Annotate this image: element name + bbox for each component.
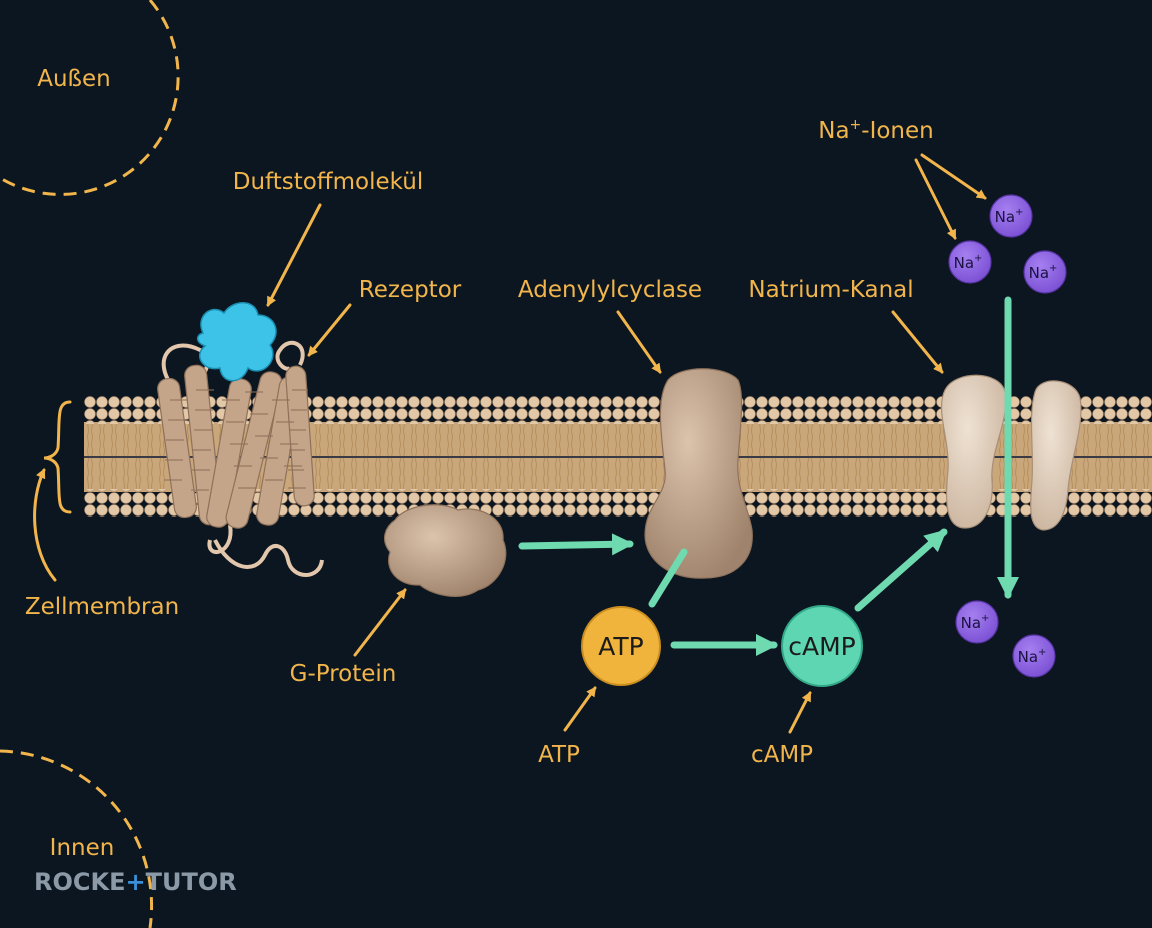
sodium-ion-label: Na+ [1029,263,1058,282]
sodium-ion-label: Na+ [1018,647,1047,666]
flow-arrows [518,296,1019,656]
sodium-ion-label: Na+ [954,253,983,272]
sodium-ion: Na+ [948,240,992,284]
label-g-protein: G-Protein [290,661,397,687]
label-odorant: Duftstoffmolekül [233,169,424,195]
arrow-ions-right [920,153,987,200]
sodium-ion: Na+ [955,600,999,644]
arrow-atp [563,686,597,732]
label-camp: cAMP [751,742,813,768]
receptor-protein [157,340,324,577]
arrow-sodium-channel [891,310,944,374]
arrow-g-protein [353,588,407,657]
flow-arrow-cyclase-to-atp [648,548,688,608]
atp-molecule-label: ATP [598,632,644,661]
arrow-ions-left [914,158,957,240]
label-receptor: Rezeptor [359,277,462,303]
label-outside: Außen [37,66,111,92]
arrow-odorant [266,203,322,307]
camp-molecule-label: cAMP [788,632,856,661]
g-protein [383,504,507,597]
camp-molecule: cAMP [781,605,863,687]
atp-molecule: ATP [581,606,661,686]
arrow-camp [788,691,812,734]
label-sodium-channel: Natrium-Kanal [748,277,913,303]
sodium-ions: Na+ Na+ Na+ Na+ Na+ [948,194,1067,678]
label-adenylyl-cyclase: Adenylylcyclase [518,277,702,303]
label-sodium-ions: Na+-Ionen [818,117,934,144]
sodium-channel [941,374,1082,531]
flow-arrow-camp-to-channel [854,528,948,612]
arrow-cell-membrane [33,468,57,582]
arrow-adenylyl-cyclase [616,310,662,374]
odorant-molecule [196,302,277,382]
sodium-ion-label: Na+ [995,207,1024,226]
membrane-brace [43,400,72,514]
sodium-ion-label: Na+ [961,613,990,632]
label-inside: Innen [50,835,115,861]
outside-compartment-arc [0,0,180,196]
arrow-receptor [307,303,352,357]
label-cell-membrane: Zellmembran [25,594,179,620]
inside-compartment-arc [0,749,154,928]
label-atp: ATP [538,742,580,768]
sodium-ion: Na+ [989,194,1033,238]
sodium-ion: Na+ [1012,634,1056,678]
flow-arrow-gprotein-to-cyclase [518,533,634,556]
label-arrows [33,153,987,734]
adenylyl-cyclase [644,368,753,579]
brand-logo: ROCKE+TUTOR [34,868,237,896]
sodium-ion: Na+ [1023,250,1067,294]
